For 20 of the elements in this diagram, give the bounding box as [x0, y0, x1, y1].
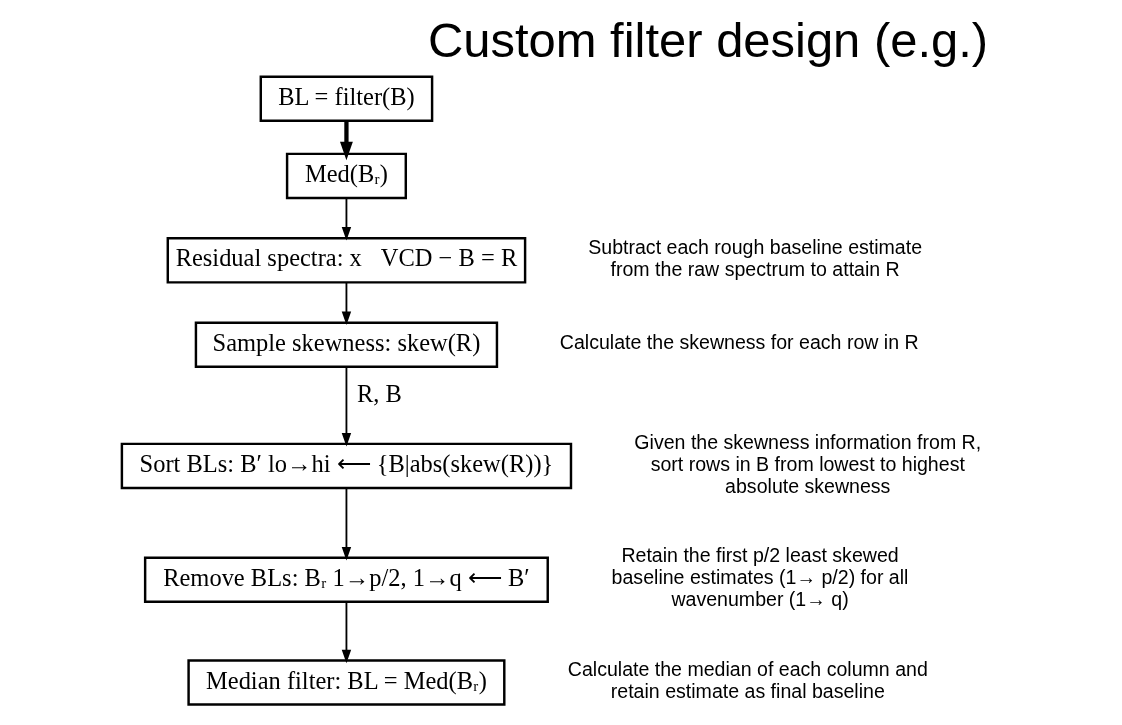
arrow	[341, 197, 351, 241]
node-label: Retain the first p/2 least skewed baseline estimates (1→ p/2) for all wavenumber (1→ q)	[611, 544, 908, 611]
node-box: BL = filter(B)	[259, 75, 433, 123]
arrow	[341, 366, 351, 447]
arrow	[341, 281, 351, 325]
node-box: Sample skewness: skew(R)	[194, 321, 498, 368]
arrow	[339, 121, 353, 161]
node-label: Calculate the median of each column and retain estimate as final baseline	[567, 658, 928, 703]
arrow	[341, 601, 351, 664]
node-box: Sort BLs: B′ lo→hi ⟵ {B|abs(skew(R))}	[120, 442, 572, 490]
node-box: Median filter: BL = Med(Bᵣ)	[186, 659, 505, 706]
node-label: Given the skewness information from R, sort rows in B from lowest to highest absolute skewness	[633, 430, 981, 497]
edge-label: R, B	[356, 380, 402, 408]
node-label: Calculate the skewness for each row in R	[559, 331, 919, 354]
node-label: Subtract each rough baseline estimate from the raw spectrum to attain R	[587, 235, 922, 280]
node-box: Med(Bᵣ)	[285, 152, 407, 200]
node-box: Remove BLs: Bᵣ 1→p/2, 1→q ⟵ B′	[143, 556, 549, 603]
arrow	[341, 487, 351, 561]
diagram-title: Custom filter design (e.g.)	[427, 13, 988, 68]
node-box: Residual spectra: x⃗VCD − B = R	[166, 237, 526, 284]
